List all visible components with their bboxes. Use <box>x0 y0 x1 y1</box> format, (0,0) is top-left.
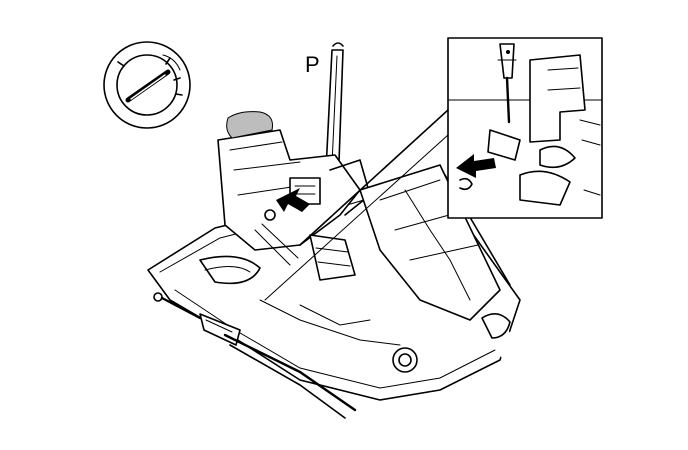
selector-mechanism <box>217 111 371 281</box>
inset-leader-lines <box>264 109 449 301</box>
detail-inset <box>447 37 603 219</box>
shift-cable <box>479 313 591 450</box>
wiring-connector <box>153 292 357 419</box>
key-position-icon <box>103 41 191 129</box>
release-arrow-icon <box>276 188 310 212</box>
park-position-label: P <box>305 52 320 77</box>
